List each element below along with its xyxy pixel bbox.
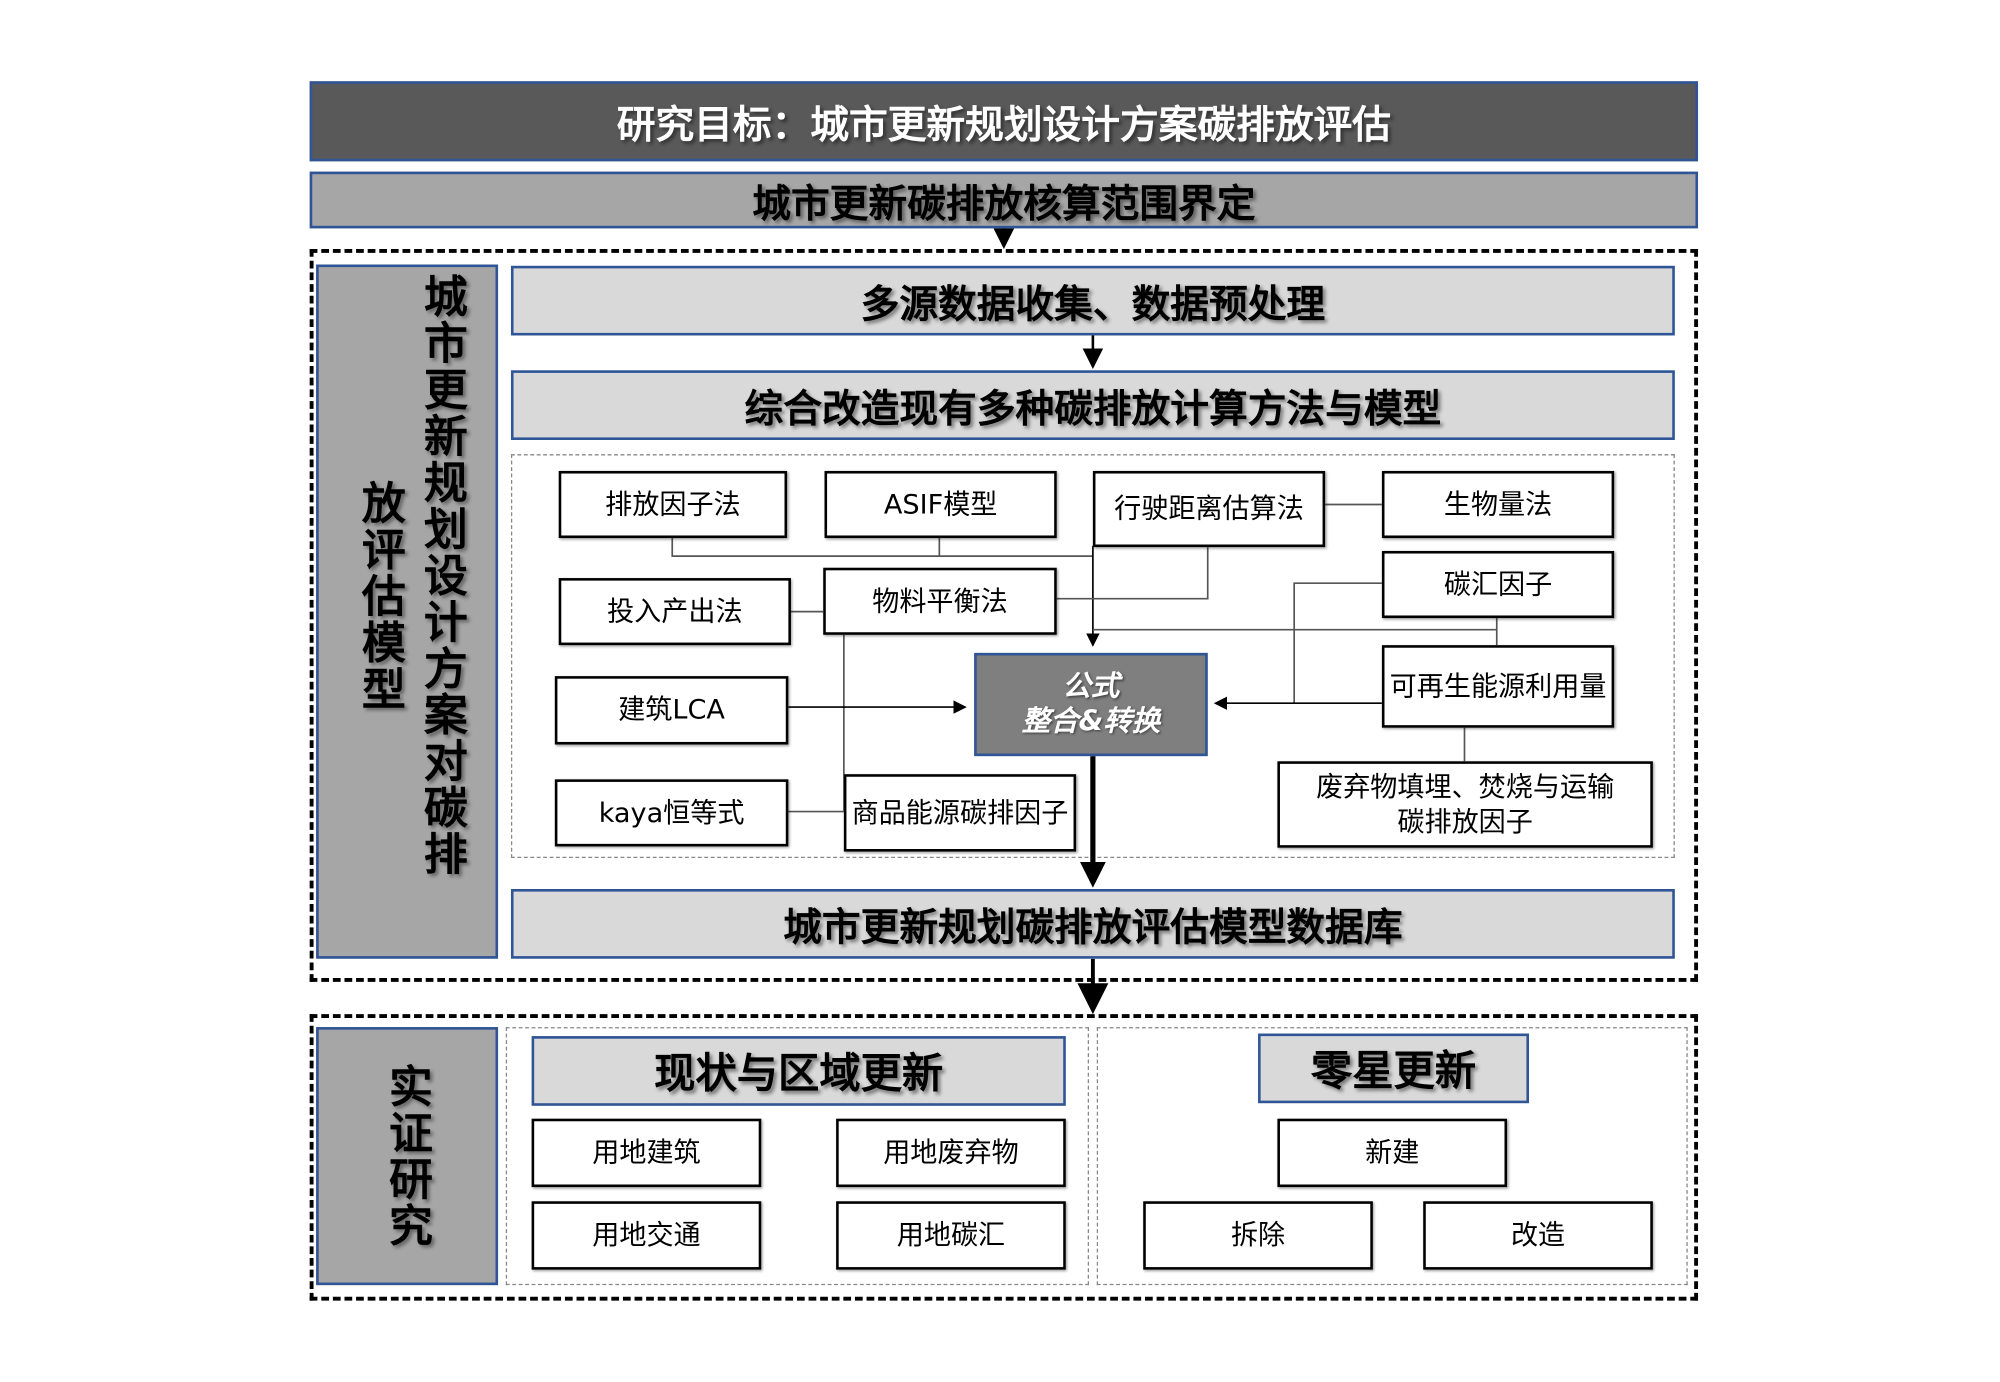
method-commodity-energy: 商品能源碳排因子 [843,774,1077,852]
sporadic-renewal-title: 零星更新 [1258,1033,1530,1104]
method-emission-factor: 排放因子法 [558,470,788,539]
method-integration-step: 综合改造现有多种碳排放计算方法与模型 [510,370,1675,440]
sporadic-item-renovation: 改造 [1423,1201,1653,1270]
regional-item-land-traffic: 用地交通 [531,1201,762,1270]
method-carbon-sink: 碳汇因子 [1381,550,1615,619]
method-material-balance: 物料平衡法 [823,567,1057,635]
method-input-output: 投入产出法 [558,578,791,646]
formula-line1: 公式 [1062,670,1120,703]
formula-integration-node: 公式 整合&转换 [974,652,1208,757]
method-asif: ASIF模型 [824,470,1057,539]
regional-item-land-waste: 用地废弃物 [836,1118,1066,1188]
sporadic-item-new-build: 新建 [1277,1118,1508,1188]
empirical-side-label: 实证研究 [380,1063,433,1250]
method-renewable: 可再生能源利用量 [1381,645,1615,728]
empirical-section-frame [309,1014,1699,1301]
regional-item-land-carbon-sink: 用地碳汇 [836,1201,1066,1270]
method-waste: 废弃物填埋、焚烧与运输碳排放因子 [1277,761,1653,848]
model-side-label-col1: 城市更新规划设计方案对碳排 [415,273,468,878]
formula-line2: 整合&转换 [1021,705,1161,739]
data-collection-step: 多源数据收集、数据预处理 [510,265,1675,336]
model-side-label-col2: 放评估模型 [353,479,406,713]
sporadic-item-demolition: 拆除 [1143,1201,1373,1270]
empirical-side-panel: 实证研究 [316,1027,499,1286]
sporadic-group [1096,1027,1688,1286]
model-side-panel [316,264,499,959]
method-driving-distance: 行驶距离估算法 [1092,470,1326,548]
regional-renewal-title: 现状与区域更新 [531,1036,1066,1106]
model-section-frame [309,249,1699,982]
regional-item-land-building: 用地建筑 [531,1118,762,1188]
method-biomass: 生物量法 [1381,470,1615,539]
regional-group [505,1027,1090,1286]
method-kaya: kaya恒等式 [554,779,789,847]
model-database: 城市更新规划碳排放评估模型数据库 [510,889,1675,959]
scope-definition-banner: 城市更新碳排放核算范围界定 [309,171,1699,229]
research-goal-banner: 研究目标：城市更新规划设计方案碳排放评估 [309,81,1699,162]
method-building-lca: 建筑LCA [554,676,789,745]
